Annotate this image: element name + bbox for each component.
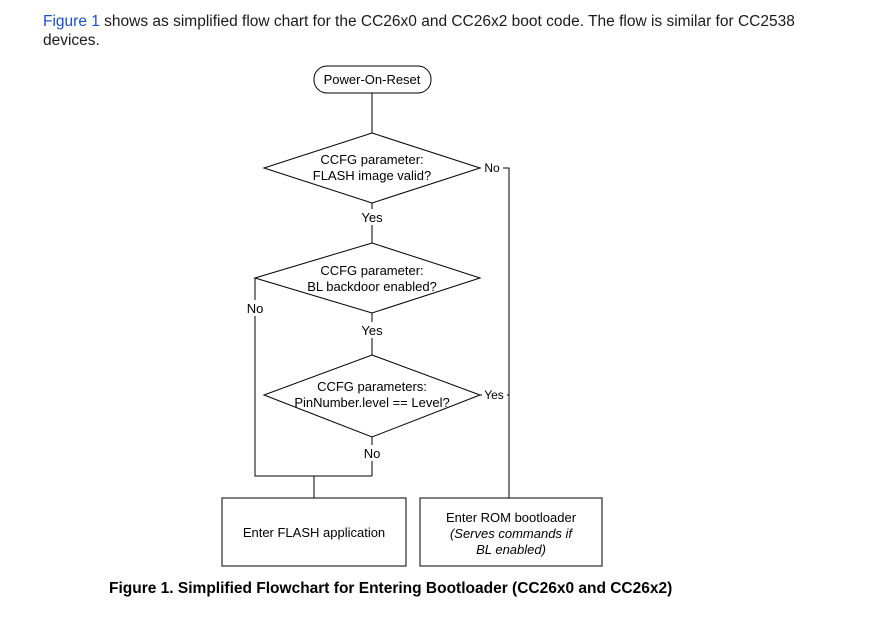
edge-label-d1-yes: Yes: [361, 210, 383, 225]
intro-paragraph: Figure 1 shows as simplified flow chart …: [43, 12, 823, 50]
figure-link[interactable]: Figure 1: [43, 13, 100, 30]
edge-label-d3-no: No: [364, 446, 381, 461]
connector-d1-no: [480, 167, 510, 498]
figure-caption: Figure 1. Simplified Flowchart for Enter…: [109, 580, 673, 597]
rom-bootloader-line2: (Serves commands if: [450, 526, 573, 541]
edge-label-d2-yes: Yes: [361, 323, 383, 338]
intro-text: shows as simplified flow chart for the C…: [43, 13, 795, 49]
edge-label-d3-yes: Yes: [484, 388, 504, 402]
rom-bootloader-line3: BL enabled): [476, 542, 546, 557]
decision-1-line1: CCFG parameter:: [320, 152, 423, 167]
decision-2-line1: CCFG parameter:: [320, 263, 423, 278]
edge-label-d2-no: No: [247, 301, 264, 316]
decision-3-line2: PinNumber.level == Level?: [294, 395, 449, 410]
connector-merge-flash: [313, 475, 372, 498]
start-label: Power-On-Reset: [324, 72, 421, 87]
edge-label-d1-no: No: [484, 161, 500, 175]
box-rom-bootloader: [419, 497, 603, 567]
flash-application-label: Enter FLASH application: [243, 525, 385, 540]
decision-2-line2: BL backdoor enabled?: [307, 279, 437, 294]
decision-1-line2: FLASH image valid?: [313, 168, 432, 183]
connector-d2-no: [254, 278, 314, 477]
rom-bootloader-line1: Enter ROM bootloader: [446, 510, 577, 525]
box-flash-application: [221, 497, 407, 567]
decision-3-line1: CCFG parameters:: [317, 379, 427, 394]
decision-bl-backdoor: [253, 242, 482, 314]
